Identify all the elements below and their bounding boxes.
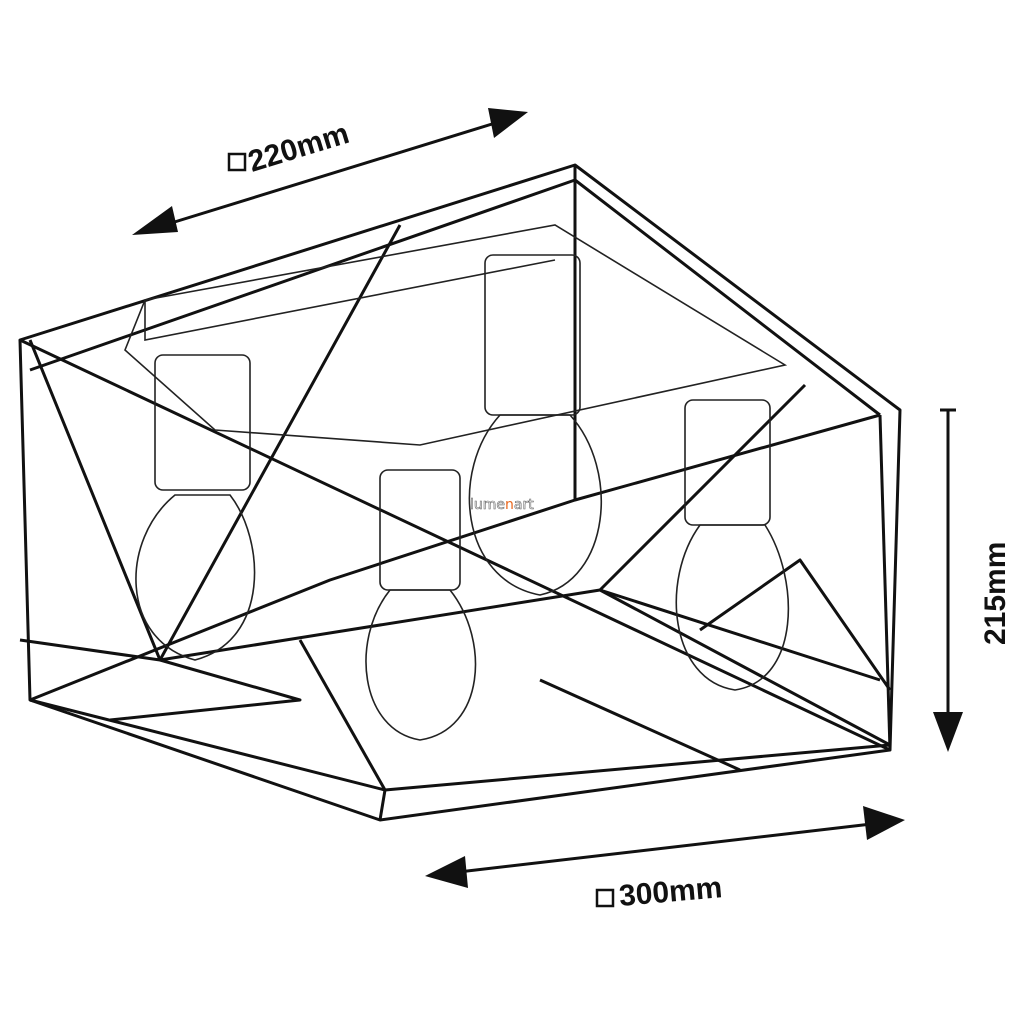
arrow-right-icon: [488, 108, 528, 138]
lamp-outline: [18, 163, 902, 822]
height-dimension: 215mm: [933, 408, 1010, 752]
height-label: 215mm: [979, 542, 1010, 645]
watermark-logo: lumenart: [470, 497, 535, 514]
arrow-left-icon: [132, 206, 178, 235]
depth-label: 220mm: [244, 117, 353, 179]
arrow-down-icon: [933, 712, 963, 752]
arrow-right-icon: [863, 806, 905, 840]
arrow-left-icon: [425, 856, 468, 888]
width-dimension: 300mm: [425, 806, 905, 913]
width-label: 300mm: [618, 871, 724, 913]
square-symbol-icon: [227, 152, 247, 172]
svg-text:lumenart: lumenart: [470, 497, 534, 513]
square-symbol-icon: [595, 888, 615, 908]
